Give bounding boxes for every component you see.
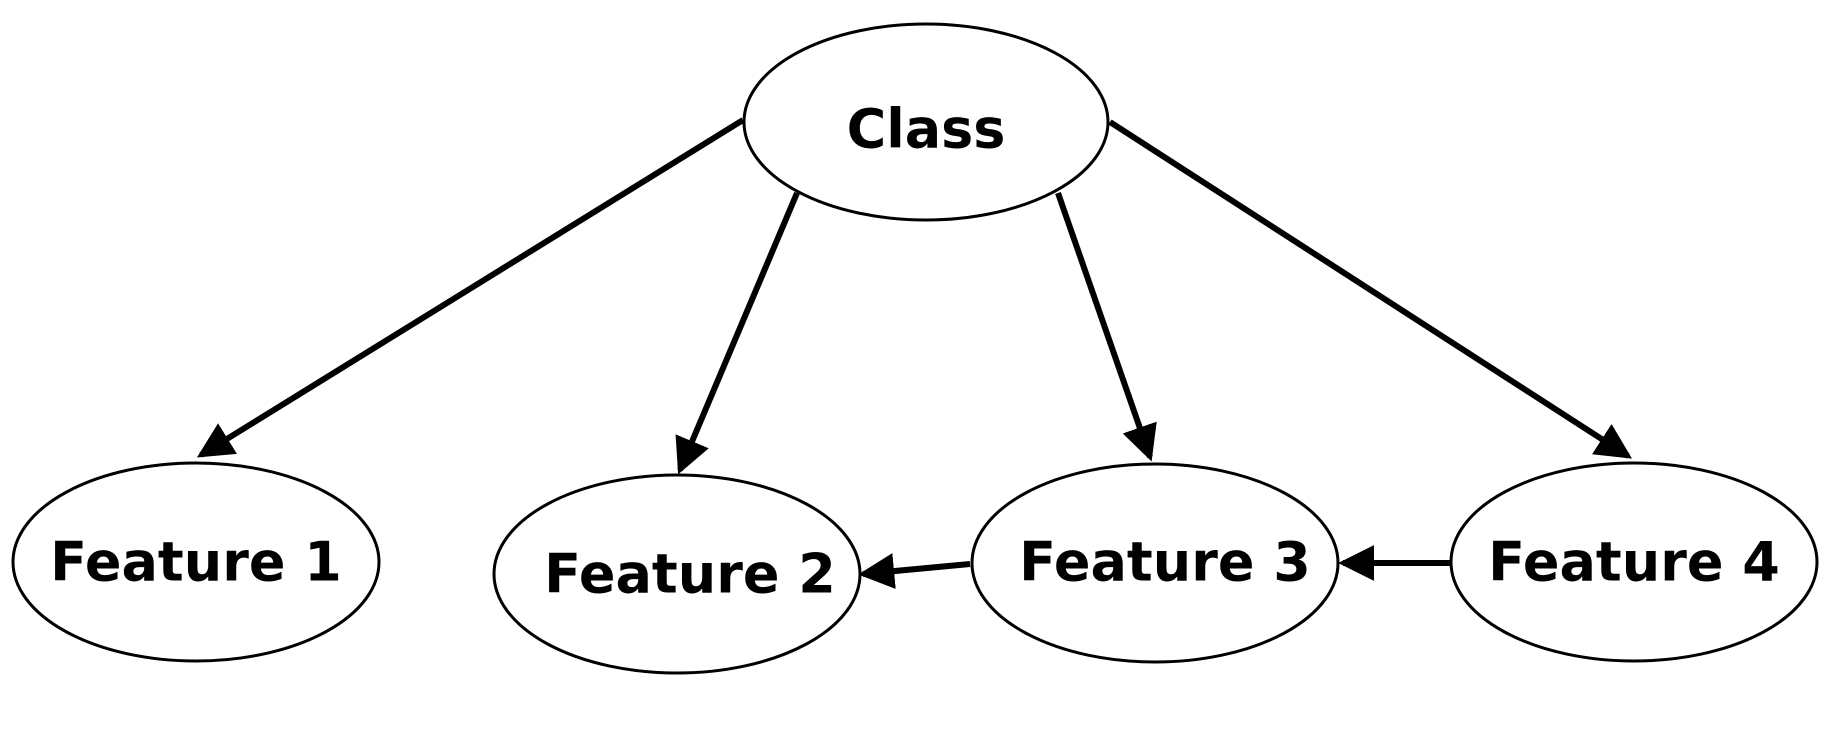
edge-class-to-feature2 <box>675 191 800 475</box>
edge-class-to-feature4 <box>1108 119 1633 459</box>
edge-feature3-to-feature2 <box>858 553 971 590</box>
node-feature3-ellipse <box>970 462 1340 664</box>
node-feature2-label: Feature 2 <box>544 543 836 606</box>
nodes-layer: Class Feature 1 Feature 2 Feature 3 Feat… <box>11 22 1819 675</box>
node-class: Class <box>742 22 1110 222</box>
node-feature4-ellipse <box>1449 461 1819 663</box>
node-feature1-ellipse <box>11 461 381 663</box>
edge-class-to-feature1 <box>196 117 745 458</box>
node-feature4: Feature 4 <box>1449 461 1819 663</box>
node-feature2: Feature 2 <box>492 473 862 675</box>
edges-layer <box>196 117 1633 590</box>
node-class-label: Class <box>847 98 1006 161</box>
edge-class-to-feature3 <box>1055 192 1157 462</box>
node-feature2-ellipse <box>492 473 862 675</box>
node-feature3-label: Feature 3 <box>1019 531 1311 594</box>
node-feature1-label: Feature 1 <box>50 531 342 594</box>
node-feature1: Feature 1 <box>11 461 381 663</box>
node-feature3: Feature 3 <box>970 462 1340 664</box>
node-feature4-label: Feature 4 <box>1488 531 1780 594</box>
node-class-ellipse <box>742 22 1110 222</box>
